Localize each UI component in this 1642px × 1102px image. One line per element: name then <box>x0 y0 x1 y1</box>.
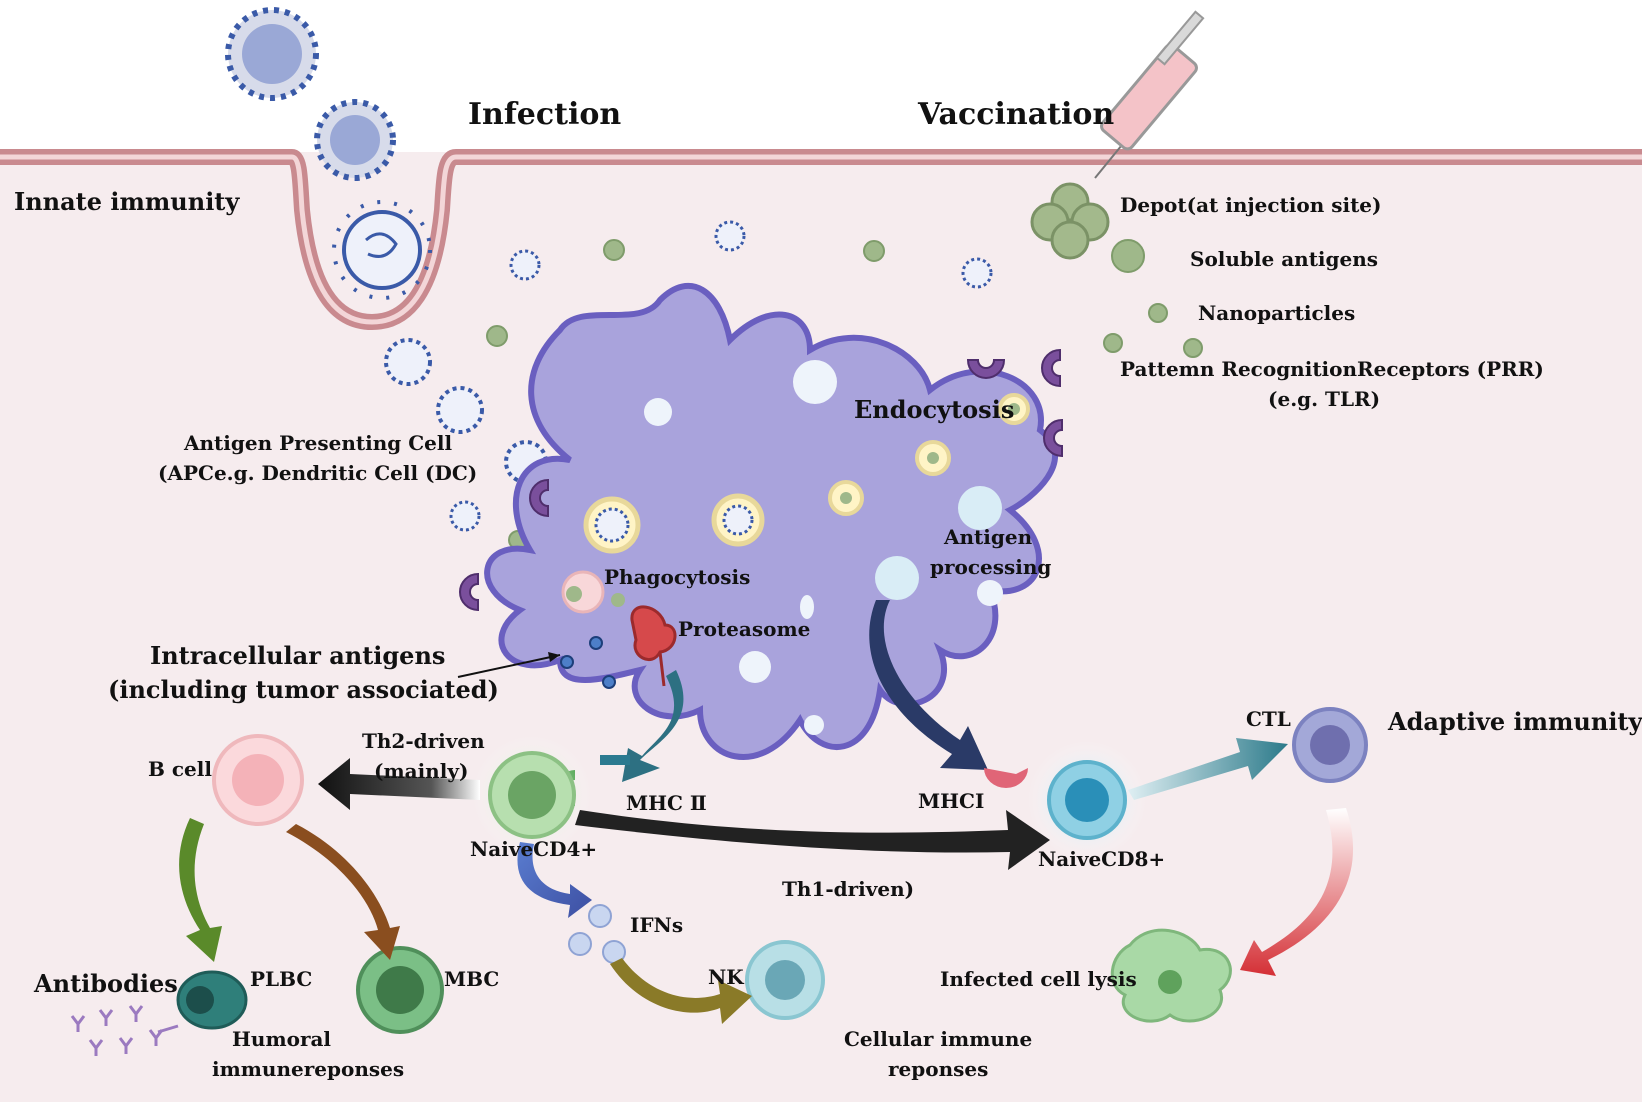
processing-to-mhc1-arrow <box>869 600 988 770</box>
th2-label-line1: Th2-driven <box>362 729 485 753</box>
cd4-to-ifn-arrow <box>517 842 592 918</box>
apc-label-line1: Antigen Presenting Cell <box>183 431 452 455</box>
virus-icon <box>961 257 993 289</box>
intracellular-antigens-label-line2: (including tumor associated) <box>108 675 499 704</box>
infection-title: Infection <box>468 97 621 132</box>
prr-receptor-icon <box>459 348 1063 612</box>
cellular-label-line1: Cellular immune <box>844 1027 1032 1051</box>
ifns-label: IFNs <box>630 913 683 937</box>
proteasome-icon <box>630 605 677 687</box>
phagocytosis-label: Phagocytosis <box>604 565 750 589</box>
th2-arrow <box>318 758 480 810</box>
mhc1-label: MHCI <box>918 789 984 813</box>
virus-icon <box>436 386 484 434</box>
naive-cd4-label: NaiveCD4+ <box>470 837 597 861</box>
naive-cd8-cell <box>1047 760 1127 840</box>
humoral-label-line2: immunereponses <box>212 1057 404 1081</box>
ifn-to-nk-arrow <box>610 958 752 1024</box>
nk-label: NK <box>708 965 744 989</box>
nk-cell <box>745 940 825 1020</box>
mhc2-label: MHC Ⅱ <box>626 791 707 815</box>
virus-icon <box>449 500 481 532</box>
soluble-antigens-label: Soluble antigens <box>1190 247 1378 271</box>
virus-icon <box>509 249 541 281</box>
ctl-label: CTL <box>1246 707 1291 731</box>
mhc1-icon <box>984 768 1028 788</box>
th1-arrow <box>575 810 1050 870</box>
bcell-to-plbc-arrow <box>179 818 222 962</box>
naive-cd4-cell <box>488 751 576 839</box>
b-cell <box>212 734 304 826</box>
plbc-label: PLBC <box>250 967 312 991</box>
b-cell-label: B cell <box>148 757 212 781</box>
ifn-particles <box>568 904 626 964</box>
innate-immunity-label: Innate immunity <box>14 187 240 216</box>
endocytosis-label: Endocytosis <box>854 395 1014 424</box>
prr-label-line2: (e.g. TLR) <box>1268 387 1380 411</box>
naive-cd8-label: NaiveCD8+ <box>1038 847 1165 871</box>
ctl-cell <box>1292 707 1368 783</box>
cell-membrane-inner <box>0 154 1642 325</box>
apc-label-line2: (APCe.g. Dendritic Cell (DC) <box>158 461 477 485</box>
infected-cell-lysis-label: Infected cell lysis <box>940 967 1137 991</box>
infected-cell <box>1110 928 1232 1023</box>
antibodies-label: Antibodies <box>33 969 178 998</box>
plbc-cell <box>176 970 248 1030</box>
th2-label-line2: (mainly) <box>374 759 468 783</box>
proteasome-label: Proteasome <box>678 617 810 641</box>
ctl-arrow <box>1128 738 1288 800</box>
lysis-arrow <box>1240 808 1354 976</box>
mbc-label: MBC <box>444 967 499 991</box>
adaptive-immunity-label: Adaptive immunity <box>1387 707 1642 736</box>
virus-icon <box>314 99 396 181</box>
vesicles <box>561 360 1030 735</box>
virus-icon <box>384 338 432 386</box>
proteasome-to-mhc2-arrow <box>622 670 684 782</box>
virus-icon <box>332 200 432 300</box>
antigen-processing-label-line1: Antigen <box>943 525 1033 549</box>
mbc-cell <box>356 946 444 1034</box>
antibody-icons <box>70 1005 179 1056</box>
intracellular-callout-line <box>457 654 561 678</box>
th1-label: Th1-driven) <box>782 877 914 901</box>
intracellular-antigens-label-line1: Intracellular antigens <box>150 641 445 670</box>
humoral-label-line1: Humoral <box>232 1027 331 1051</box>
intracellular-antigens <box>560 636 616 689</box>
virus-icon <box>225 7 319 101</box>
intracellular-callout-arrowhead <box>548 652 560 662</box>
cellular-label-line2: reponses <box>888 1057 988 1081</box>
depot-label: Depot(at injection site) <box>1120 193 1382 217</box>
vaccine-depot <box>1030 182 1110 260</box>
antigen-processing-label-line2: processing <box>930 555 1051 579</box>
virus-icon <box>714 220 746 252</box>
syringe-icon <box>1094 10 1205 179</box>
vaccination-title: Vaccination <box>917 97 1114 132</box>
bcell-to-mbc-arrow <box>286 824 400 960</box>
prr-label-line1: Pattemn RecognitionReceptors (PRR) <box>1120 357 1544 381</box>
nanoparticles-label: Nanoparticles <box>1198 301 1355 325</box>
